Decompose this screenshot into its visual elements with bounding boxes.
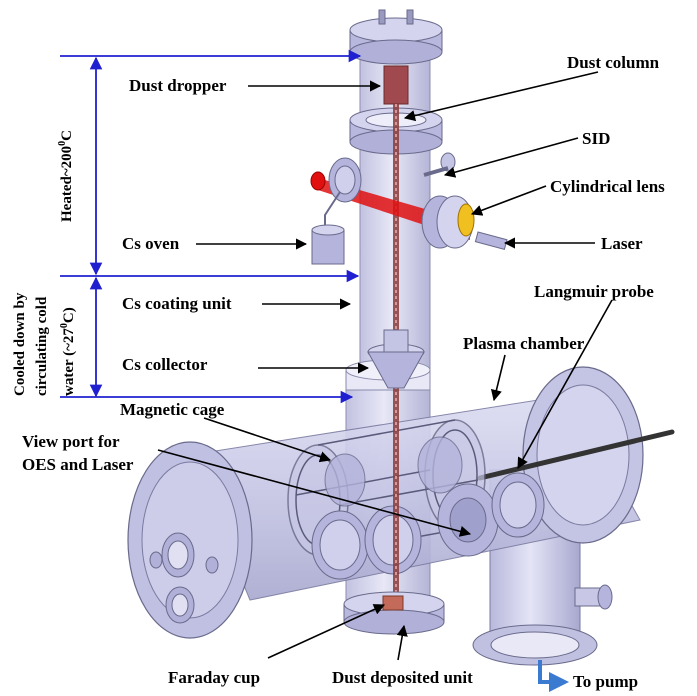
laser-assembly xyxy=(310,152,508,265)
label-dust-dropper: Dust dropper xyxy=(129,76,227,95)
dimension-indicators xyxy=(60,49,362,404)
label-to-pump: To pump xyxy=(573,672,639,691)
view-port-4 xyxy=(491,472,545,538)
label-cs-collector: Cs collector xyxy=(122,355,208,374)
label-cylindrical-lens: Cylindrical lens xyxy=(550,177,665,196)
langmuir-probe-rod xyxy=(477,429,675,481)
cylindrical-lens-element xyxy=(457,203,475,237)
label-faraday-cup: Faraday cup xyxy=(168,668,261,687)
laser-head xyxy=(474,231,508,251)
label-sid: SID xyxy=(582,129,611,148)
label-dust-column: Dust column xyxy=(567,53,660,72)
label-cooled-line3: water (~270C) xyxy=(59,307,77,396)
cs-collector-funnel xyxy=(367,329,425,389)
view-port-3 xyxy=(437,483,499,557)
label-view-port-line1: View port for xyxy=(22,432,120,451)
label-cs-oven: Cs oven xyxy=(122,234,180,253)
label-plasma-chamber: Plasma chamber xyxy=(463,334,585,353)
view-port-6 xyxy=(324,453,366,507)
faraday-cup-body xyxy=(382,595,404,611)
label-cs-coating-unit: Cs coating unit xyxy=(122,294,232,313)
to-pump-arrow xyxy=(538,660,569,692)
label-dust-deposited-unit: Dust deposited unit xyxy=(332,668,473,687)
horizontal-chamber xyxy=(127,366,675,639)
label-heated: Heated~2000C xyxy=(57,130,75,222)
left-flange-ports xyxy=(149,532,219,624)
label-view-port-line2: OES and Laser xyxy=(22,455,134,474)
top-flange xyxy=(349,9,443,65)
label-cooled-line2: circulating cold xyxy=(34,296,50,396)
label-cooled-line1: Cooled down by xyxy=(12,292,28,396)
upper-vertical-column xyxy=(345,9,443,600)
view-port-1 xyxy=(311,510,369,580)
bottom-flange xyxy=(343,591,445,635)
cs-oven-body xyxy=(311,191,345,265)
view-ports xyxy=(311,436,545,580)
dust-dropper-body xyxy=(383,65,409,105)
left-laser-port xyxy=(310,157,362,203)
view-port-5 xyxy=(417,436,463,494)
label-langmuir-probe: Langmuir probe xyxy=(534,282,654,301)
label-laser: Laser xyxy=(601,234,643,253)
label-magnetic-cage: Magnetic cage xyxy=(120,400,225,419)
leader-arrows xyxy=(157,71,613,661)
pump-side-port xyxy=(574,584,613,610)
